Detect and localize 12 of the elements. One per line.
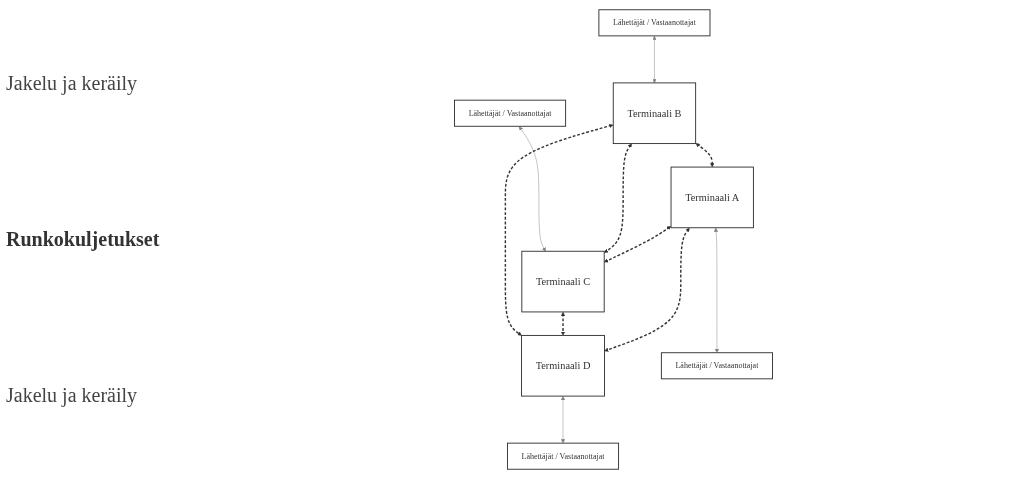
arrow <box>560 311 566 336</box>
node-box: Terminaali B <box>612 82 697 145</box>
trunk-transport-label: Runkokuljetukset <box>6 228 161 251</box>
node-box: Terminaali D <box>521 334 605 397</box>
arrow <box>604 226 672 263</box>
arrow <box>604 227 690 352</box>
distribution-label: Jakelu ja keräily <box>6 72 139 96</box>
arrow <box>695 143 715 168</box>
distribution-label: Jakelu ja keräily <box>6 383 139 407</box>
arrow <box>604 143 632 253</box>
node-box: Terminaali A <box>670 166 754 229</box>
node-box: Terminaali C <box>521 250 605 313</box>
